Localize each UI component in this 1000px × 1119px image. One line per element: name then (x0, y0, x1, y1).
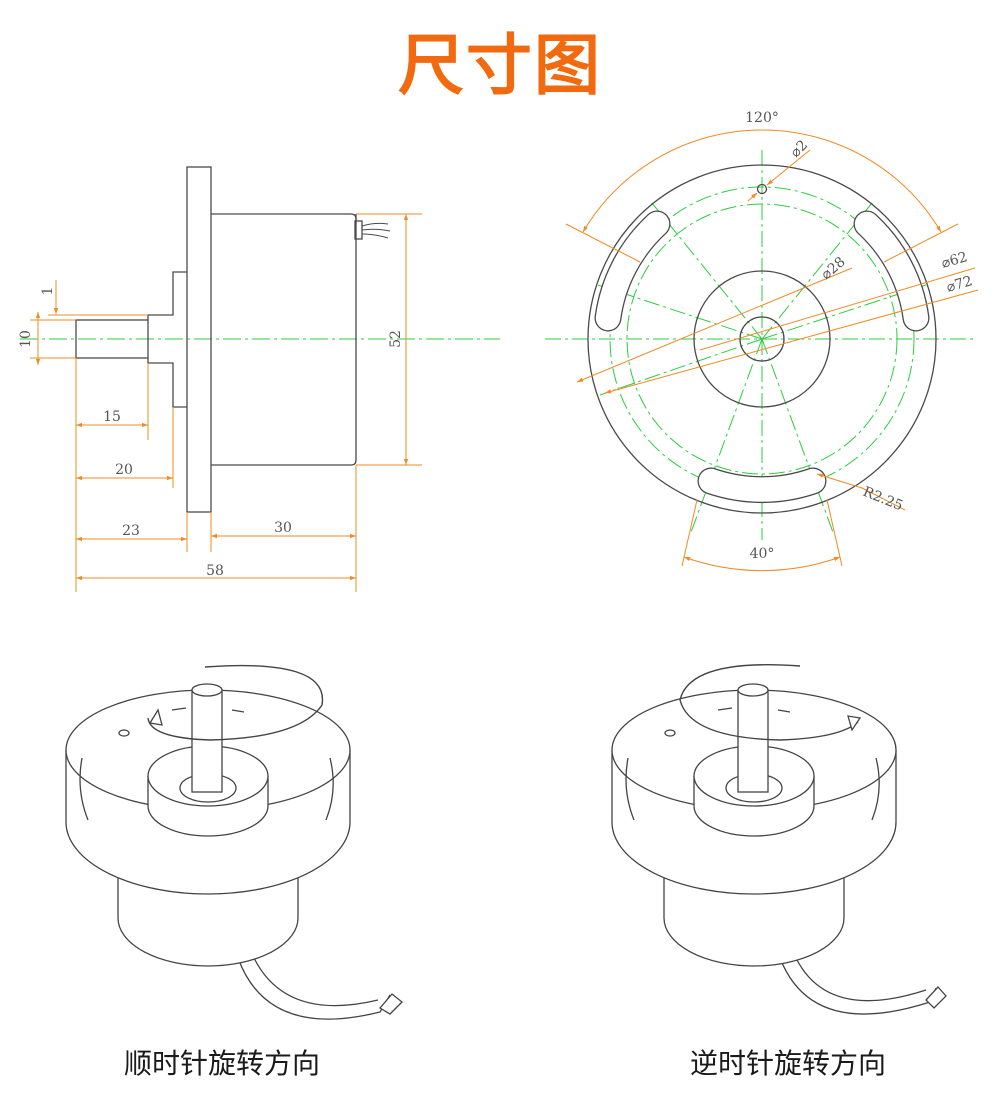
encoder-iso-counterclockwise (611, 664, 947, 1015)
dim-hole-2: ⌀2 (788, 137, 812, 161)
caption-counterclockwise: 逆时针旋转方向 (689, 1047, 886, 1080)
dim-angle-120: 120° (745, 110, 779, 126)
page-title: 尺寸图 (398, 27, 602, 104)
front-outline (587, 164, 937, 514)
front-view: 120° 40° ⌀2 ⌀28 ⌀62 ⌀72 R2.25 (545, 110, 979, 572)
dim-d28: ⌀28 (818, 254, 848, 283)
dim-10: 10 (18, 330, 34, 348)
dim-15: 15 (103, 409, 121, 425)
encoder-iso-clockwise (65, 664, 403, 1020)
dim-20: 20 (115, 462, 133, 478)
dim-angle-40: 40° (750, 546, 775, 562)
dim-58: 58 (206, 563, 224, 579)
dim-1: 1 (40, 287, 56, 296)
side-outline (75, 166, 391, 513)
dim-d72: ⌀72 (945, 273, 975, 296)
dim-30: 30 (274, 520, 292, 536)
dim-52: 52 (388, 330, 404, 348)
dim-23: 23 (122, 523, 140, 539)
dim-r225: R2.25 (861, 484, 906, 514)
caption-clockwise: 顺时针旋转方向 (123, 1047, 320, 1080)
side-view: 1 10 15 20 23 30 58 52 (18, 166, 500, 592)
dim-d62: ⌀62 (940, 249, 970, 272)
